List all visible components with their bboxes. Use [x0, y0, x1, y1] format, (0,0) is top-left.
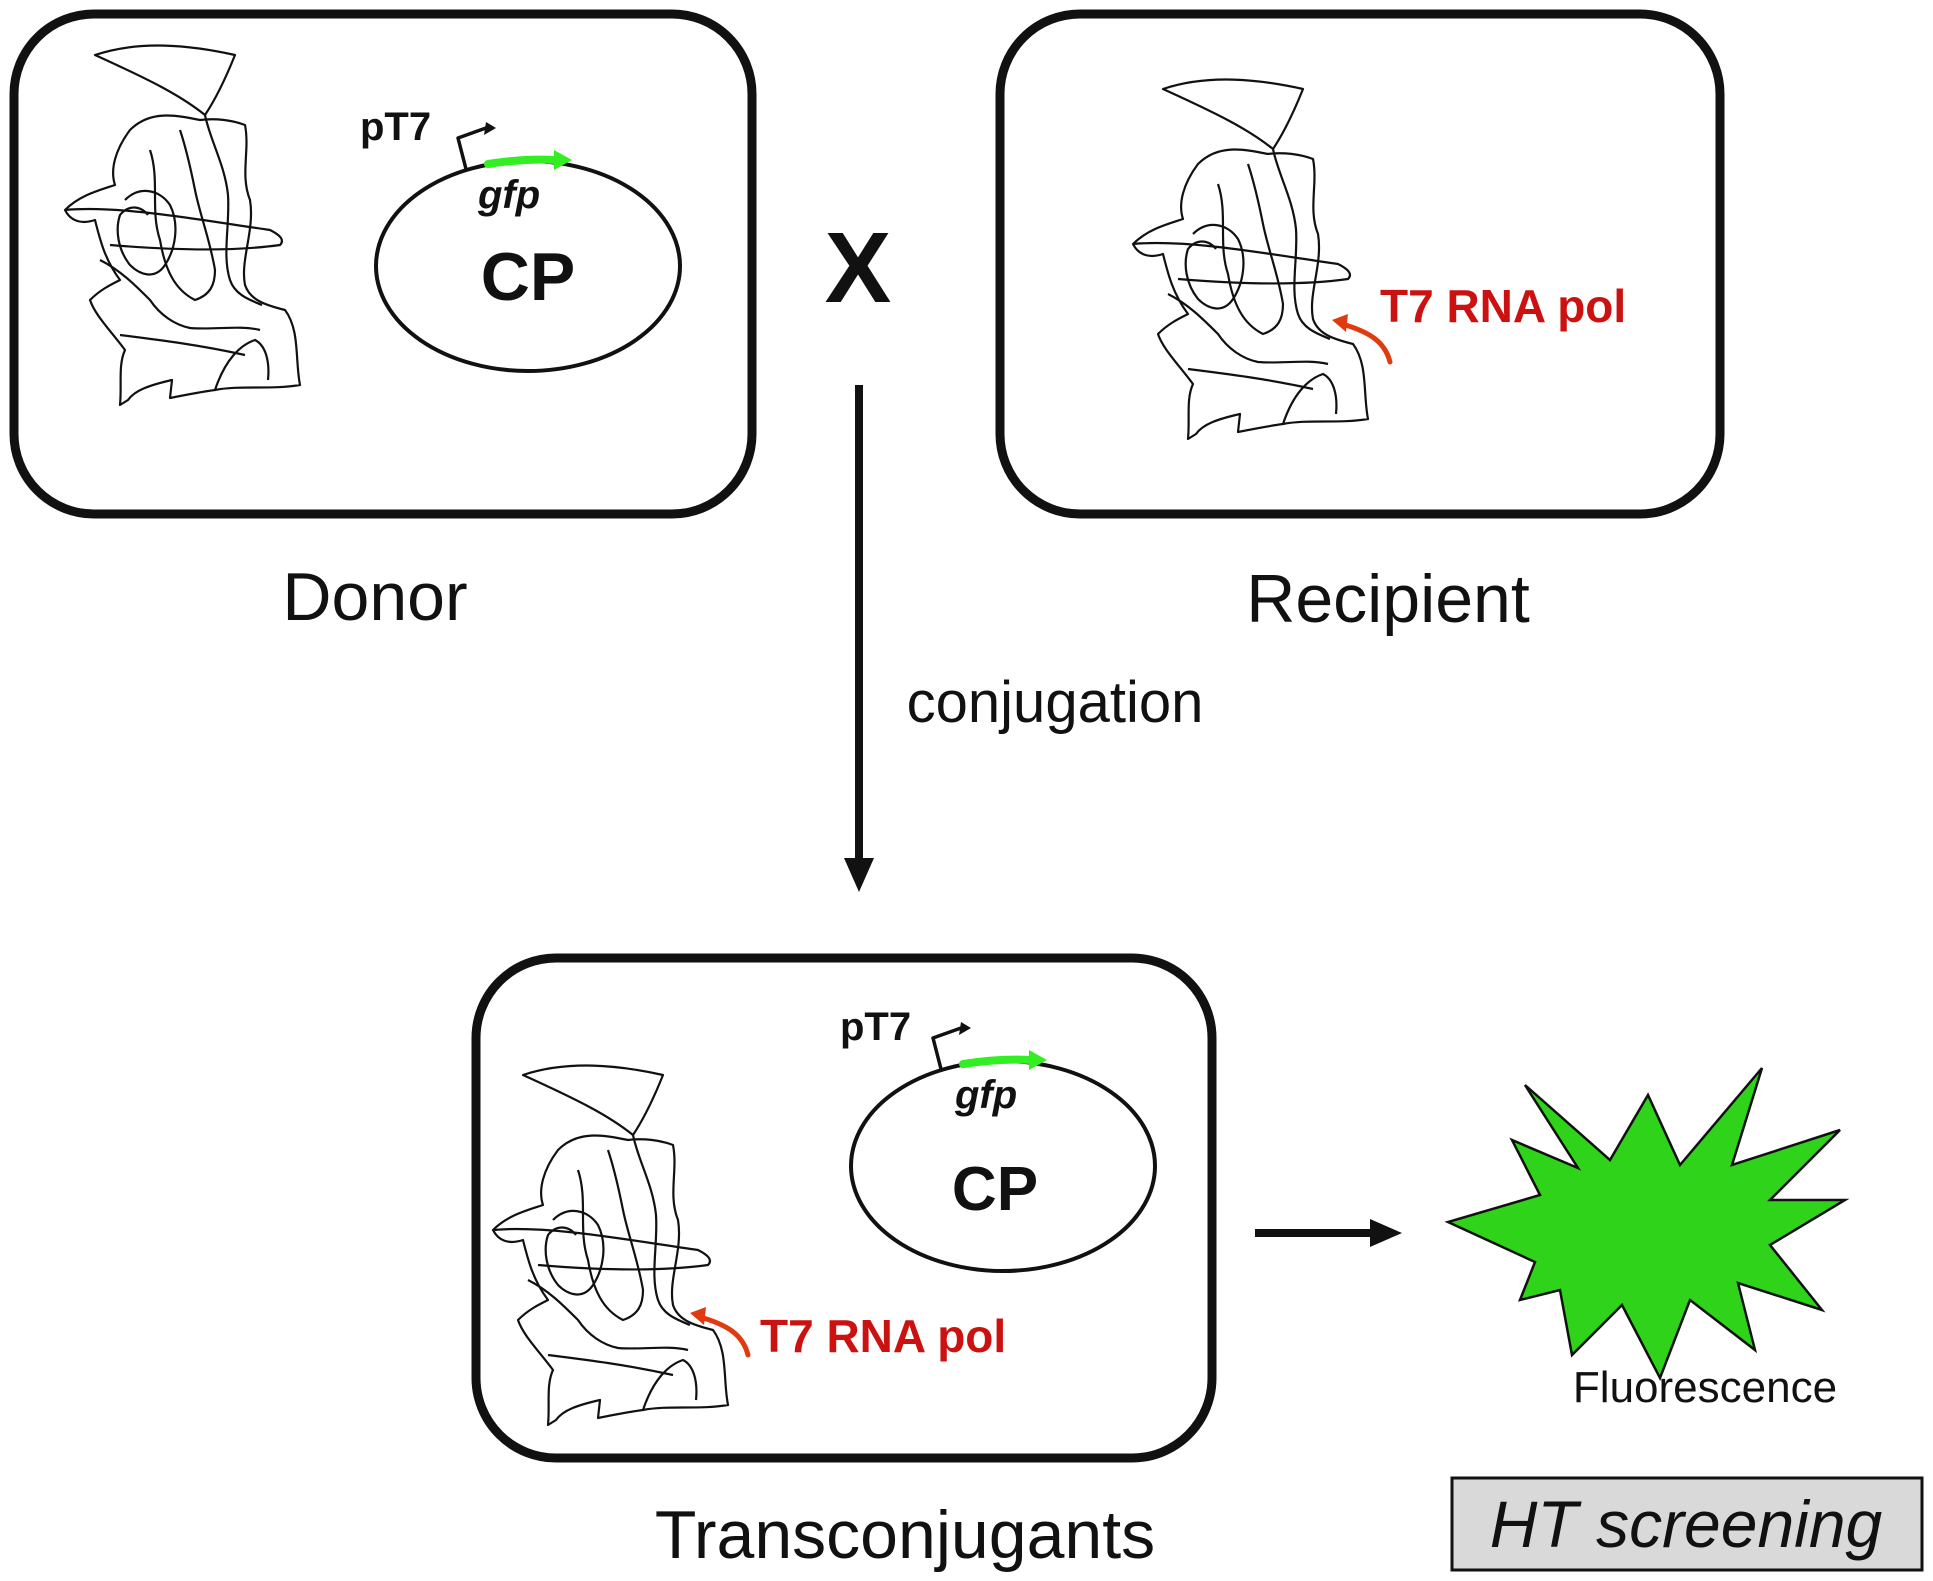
- donor-plasmid-label: CP: [481, 239, 575, 315]
- transconjugants-caption: Transconjugants: [655, 1497, 1155, 1573]
- ht-screening-box: HT screening: [1450, 1476, 1924, 1572]
- transconjugants-plasmid-label: CP: [952, 1155, 1038, 1224]
- recipient-t7-label: T7 RNA pol: [1380, 280, 1626, 332]
- fluorescence-label: Fluorescence: [1573, 1363, 1837, 1412]
- conjugation-arrow: [844, 385, 874, 892]
- conjugation-label: conjugation: [907, 670, 1204, 735]
- ht-screening-label: HT screening: [1490, 1487, 1883, 1561]
- transconjugants-gene-label: gfp: [954, 1073, 1017, 1117]
- cross-symbol: X: [825, 212, 892, 324]
- transconjugants-cell: pT7 gfp CP T7 RNA pol: [471, 953, 1217, 1463]
- donor-promoter-label: pT7: [360, 105, 431, 149]
- transconjugants-t7-label: T7 RNA pol: [760, 1310, 1006, 1362]
- donor-caption: Donor: [282, 559, 467, 635]
- donor-gene-label: gfp: [477, 173, 540, 217]
- recipient-caption: Recipient: [1246, 561, 1530, 637]
- recipient-cell: T7 RNA pol: [995, 9, 1725, 519]
- transconjugants-promoter-label: pT7: [840, 1005, 911, 1049]
- fluorescence-starburst: [1444, 1067, 1850, 1382]
- fluorescence-arrow: [1255, 1219, 1402, 1247]
- donor-cell: pT7 gfp CP: [9, 9, 757, 519]
